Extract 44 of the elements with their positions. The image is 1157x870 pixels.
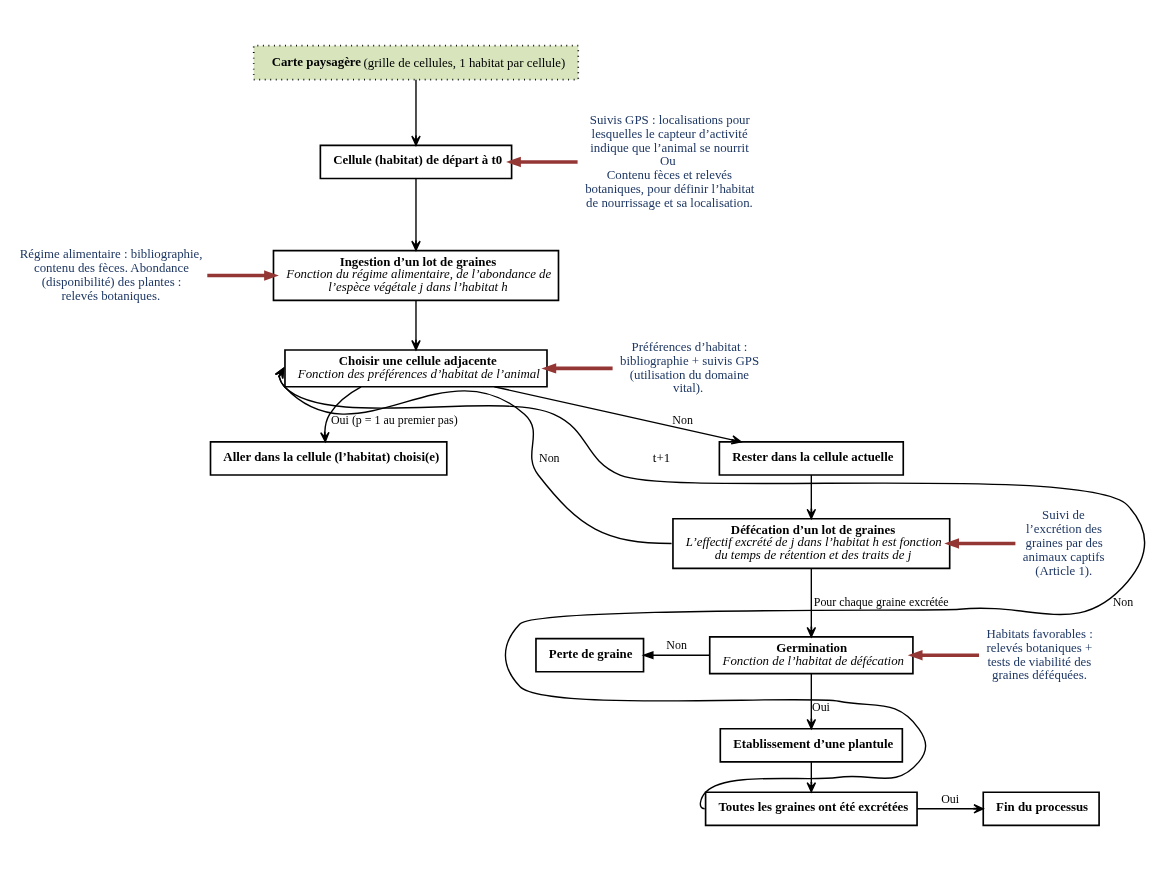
arrow [411,299,421,350]
node-text: Préférences d’habitat : bibliographie + suivis GPS (utilisation du domaine vital). [620,339,760,395]
arrow [806,760,817,793]
node-text: Suivis GPS : localisations pour lesquelles le capteur d’activité indique que l’animal se nourrit Ou Contenu fèces et relevés botaniques, pour définir l’habitat de nourrissage et sa localisation. [585,112,755,210]
arrow [907,649,980,660]
node-box: Aller dans la cellule (l’habitat) choisi(e) [209,440,448,476]
arrow [411,177,421,251]
arrow [320,385,362,442]
edge-label: Oui [812,699,830,714]
arrow [274,367,673,544]
edge-label: Non [666,637,687,652]
edge-label: Non [539,450,560,465]
node-box: Défécation d’un lot de graines L’effectif excrété de j dans l’habitat h est fonction du temps de rétention et des traits de j [672,517,951,569]
arrow [411,78,421,146]
node-box: Fin du processus [982,790,1100,826]
node-box: Choisir une cellule adjacente Fonction des préférences d’habitat de l’animal [284,348,548,388]
edge-label: Pour chaque graine excrétée [813,594,949,609]
edge-label: Non [1112,594,1134,609]
arrow [207,269,279,281]
arrow [806,567,817,637]
node-box: Germination Fonction de l’habitat de défécation [708,635,914,674]
arrow [806,672,817,729]
node-box: Ingestion d’un lot de graines Fonction du régime alimentaire, de l’abondance de l’espèce végétale j dans l’habitat h [272,249,560,301]
arrow [916,803,984,814]
edge-label: Non [672,412,693,427]
edge-label: Oui [941,791,960,806]
node-text: Régime alimentaire : bibliographie, contenu des fèces. Abondance (disponibilité) des plantes : relevés botaniques. [19,246,203,303]
label: t+1 [652,450,671,465]
node-box: Toutes les graines ont été excrétées [704,790,918,826]
arrow [641,650,711,659]
arrow [506,156,578,167]
node-box: Cellule (habitat) de départ à t0 [319,144,513,179]
node-text: Habitats favorables : relevés botaniques + tests de viabilité des graines déféquées. [986,626,1093,682]
arrow [806,473,817,519]
node-box: Perte de graine [535,637,645,673]
edge-label: Oui (p = 1 au premier pas) [331,412,458,427]
node-box: Rester dans la cellule actuelle [718,440,905,476]
node-box: Carte paysagère (grille de cellules, 1 habitat par cellule) [252,44,580,81]
arrow [274,367,1146,809]
node-text: Suivi de l’excrétion des graines par des animaux captifs (Article 1). [1022,507,1105,578]
node-box: Etablissement d’une plantule [719,727,904,763]
arrow [493,385,742,445]
arrow [541,362,613,374]
arrow [944,537,1016,549]
